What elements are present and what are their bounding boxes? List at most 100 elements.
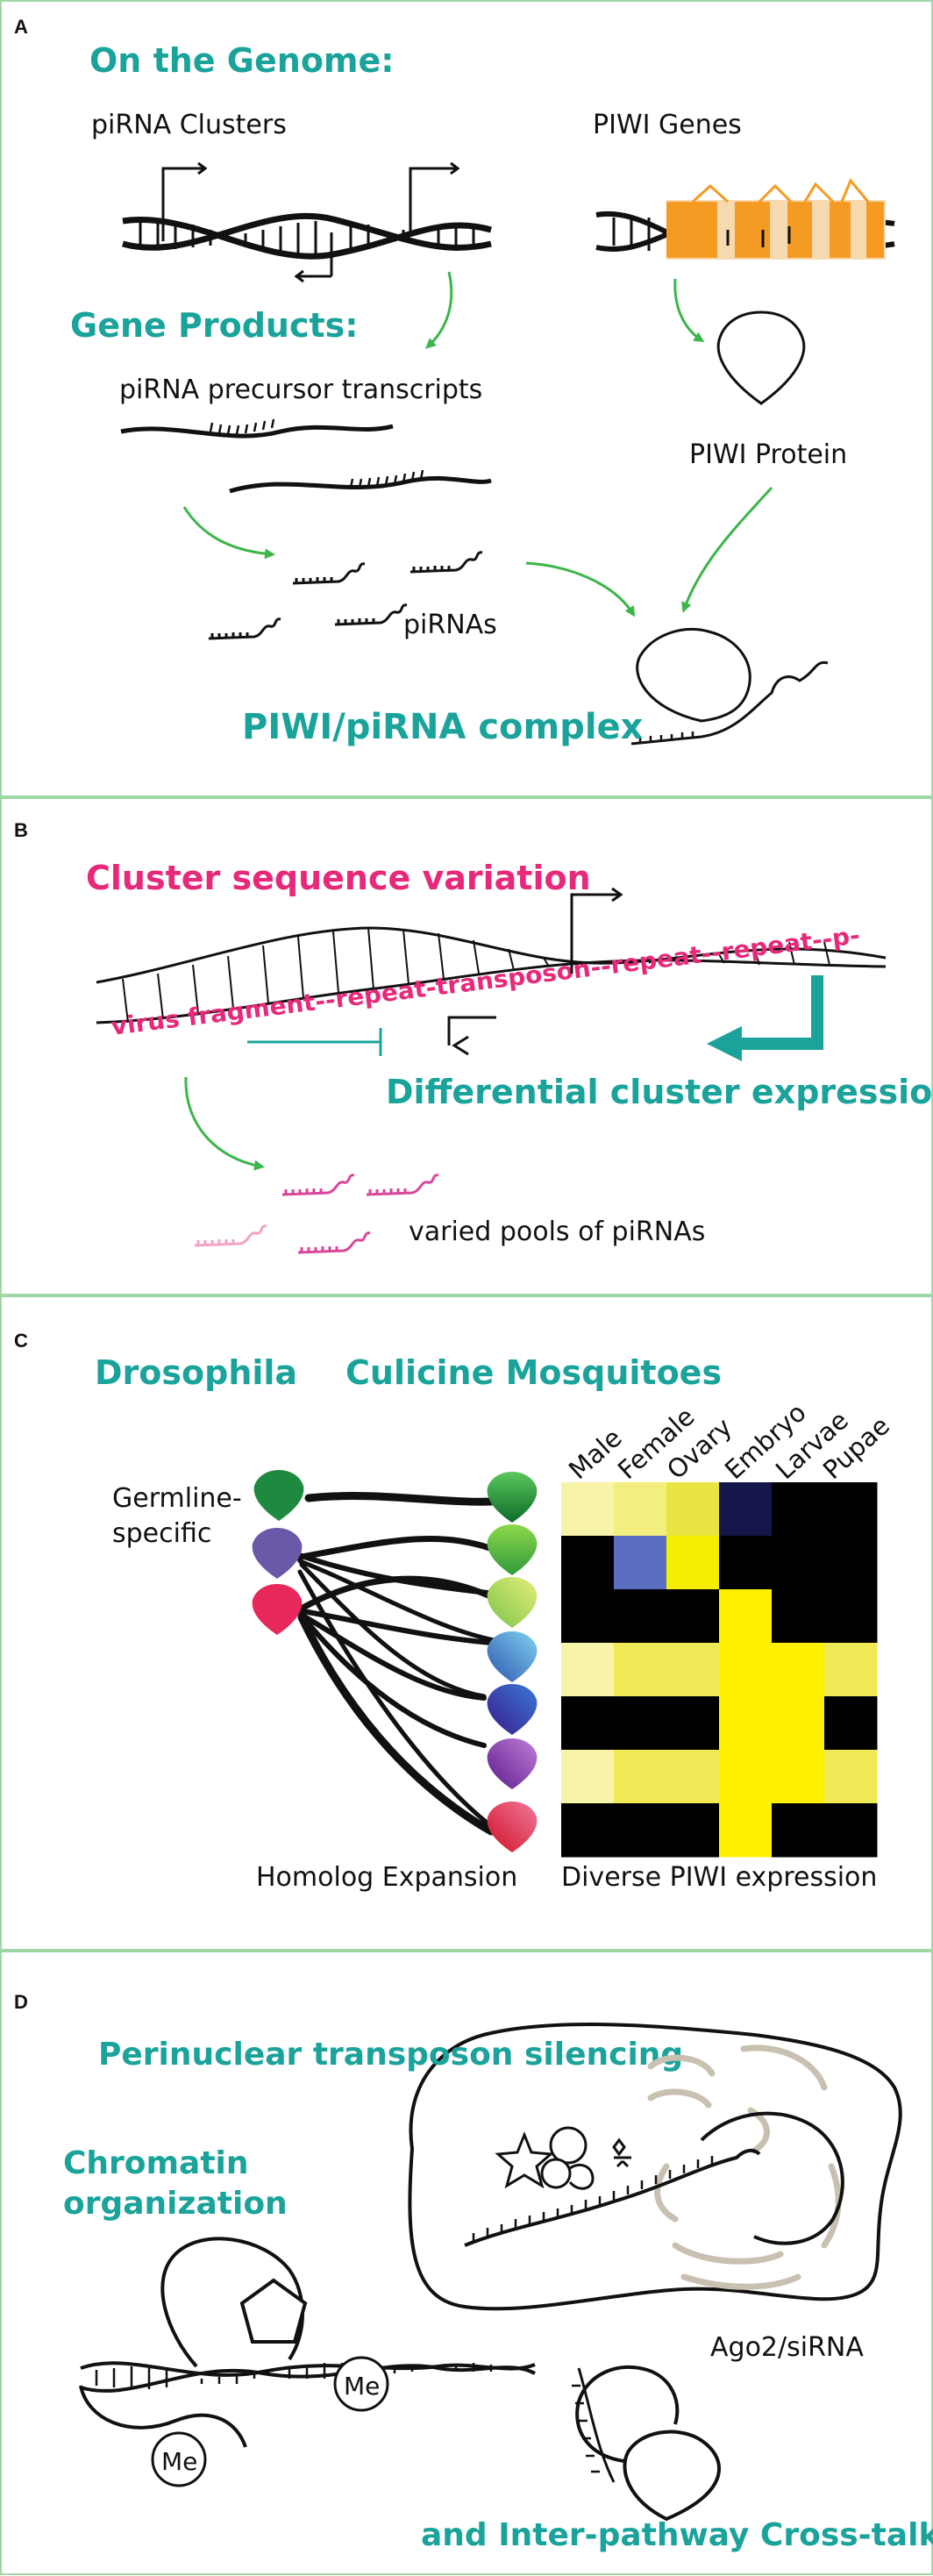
pirna-pools (194, 1174, 439, 1254)
mosquito-piwi-drops (487, 1472, 538, 1852)
drosophila-title: Drosophila (95, 1353, 297, 1392)
heatmap-cell (614, 1482, 667, 1537)
germline-label-line1: Germline- (112, 1483, 242, 1514)
heatmap-cell (824, 1482, 878, 1537)
precursor-label: piRNA precursor transcripts (119, 375, 482, 405)
heatmap-cell (561, 1536, 615, 1590)
mosquito-drop (487, 1738, 538, 1789)
expression-arrow (707, 975, 823, 1061)
chromatin-dna (79, 2237, 536, 2487)
panel-letter-b: B (14, 819, 28, 841)
heatmap-cell (719, 1482, 773, 1537)
mosquito-drop (487, 1577, 538, 1628)
heatmap-cell (772, 1536, 825, 1590)
heatmap-cell (719, 1750, 773, 1804)
piwi-gene-dna (595, 178, 895, 260)
methylation-circle (333, 2356, 389, 2412)
heatmap-cell (666, 1803, 720, 1858)
heatmap-cell (666, 1643, 720, 1697)
heatmap-cell (824, 1536, 878, 1590)
panel-a-frame (0, 0, 933, 797)
me-label-1: Me (161, 2447, 197, 2476)
heatmap-cell (719, 1589, 773, 1644)
nucleus-loop (700, 2111, 844, 2245)
culicine-title: Culicine Mosquitoes (345, 1353, 722, 1392)
heatmap-cell (719, 1643, 773, 1697)
pirnas-label: piRNAs (403, 610, 497, 640)
heatmap-cell (719, 1536, 773, 1590)
arrow-protein-to-complex (681, 486, 773, 613)
heatmap-column-labels: Male Female Ovary Embryo Larvae Pupae (563, 1397, 895, 1485)
methylation-circle (151, 2431, 207, 2487)
ago2-label: Ago2/siRNA (710, 2332, 864, 2363)
heatmap-cell (772, 1803, 825, 1858)
perinuclear-complex (464, 2126, 761, 2247)
pentagon-shape (239, 2278, 308, 2344)
panel-a: A On the Genome: piRNA Clusters PIWI Gen… (14, 16, 895, 747)
heatmap-cell (666, 1482, 720, 1537)
panel-b-promoters (447, 887, 623, 1056)
perinuclear-title: Perinuclear transposon silencing (98, 2037, 683, 2073)
diverse-expression-label: Diverse PIWI expression (561, 1862, 877, 1893)
arrow-precursor-to-pirnas (182, 506, 275, 560)
heatmap-cell (719, 1803, 773, 1858)
mosquito-drop (487, 1631, 538, 1682)
cluster-dna-helix (122, 161, 492, 283)
mitochondria (647, 2044, 842, 2290)
arrow-gene-to-protein (673, 278, 705, 343)
ago2-sirna (572, 2365, 721, 2522)
germline-label-line2: specific (112, 1518, 211, 1549)
mosquito-drop (487, 1684, 538, 1735)
homolog-expansion-label: Homolog Expansion (256, 1862, 517, 1893)
heatmap-cell (561, 1482, 615, 1537)
heatmap-cell (614, 1750, 667, 1804)
column-label: Male (563, 1423, 628, 1485)
me-label-2: Me (344, 2372, 380, 2401)
heatmap-cell (824, 1750, 878, 1804)
variation-dna-helix (96, 926, 887, 1024)
piwi-genes-label: PIWI Genes (593, 110, 742, 140)
star-shape (495, 2130, 554, 2189)
panel-d: D Perinuclear transposon silencing (14, 1991, 933, 2553)
complex-title: PIWI/piRNA complex (242, 707, 644, 747)
drosophila-piwi-drops (252, 1470, 304, 1635)
panel-letter-a: A (14, 16, 28, 38)
exon-block (830, 202, 851, 258)
varied-pools-label: varied pools of piRNAs (409, 1217, 705, 1247)
gene-products-title: Gene Products: (70, 306, 358, 345)
panel-letter-c: C (14, 1330, 28, 1352)
sequence-text: virus fragment--repeat-transposon--repea… (110, 922, 861, 1041)
panel-c: C Drosophila Culicine Mosquitoes Male Fe… (14, 1330, 895, 1893)
arrow-clusters-to-precursor (425, 271, 453, 349)
heatmap-cell (614, 1536, 667, 1590)
mosquito-drop (487, 1524, 538, 1575)
heatmap-cell (824, 1643, 878, 1697)
arrow-pirnas-to-complex (525, 561, 636, 617)
drosophila-drop (252, 1584, 303, 1635)
drosophila-drop (252, 1528, 303, 1579)
homolog-connections (293, 1492, 506, 1836)
piwi-protein-label: PIWI Protein (689, 439, 847, 470)
exon-block (666, 202, 717, 258)
heatmap-cell (561, 1589, 615, 1644)
crosstalk-title: and Inter-pathway Cross-talk (421, 2517, 933, 2553)
heatmap-cell (666, 1750, 720, 1804)
heatmap-cell (824, 1696, 878, 1751)
drosophila-drop (253, 1470, 304, 1521)
panel-b-frame (0, 797, 933, 1295)
heatmap-cell (561, 1750, 615, 1804)
heatmap-cell (772, 1482, 825, 1537)
heatmap-cell (719, 1696, 773, 1751)
arrow-to-pools (184, 1076, 265, 1171)
repression-symbol (247, 1028, 382, 1056)
mosquito-drop (487, 1472, 538, 1523)
heatmap-cell (772, 1696, 825, 1751)
exon-block (787, 202, 812, 258)
cell-outline (408, 2023, 902, 2311)
chromatin-title-line1: Chromatin (63, 2145, 249, 2181)
heatmap-cell (614, 1696, 667, 1751)
piwi-protein-drop (716, 310, 806, 405)
heatmap-cell (561, 1696, 615, 1751)
differential-expression-title: Differential cluster expression (386, 1073, 933, 1111)
panel-b: B Cluster sequence variation virus fragm… (14, 819, 933, 1254)
